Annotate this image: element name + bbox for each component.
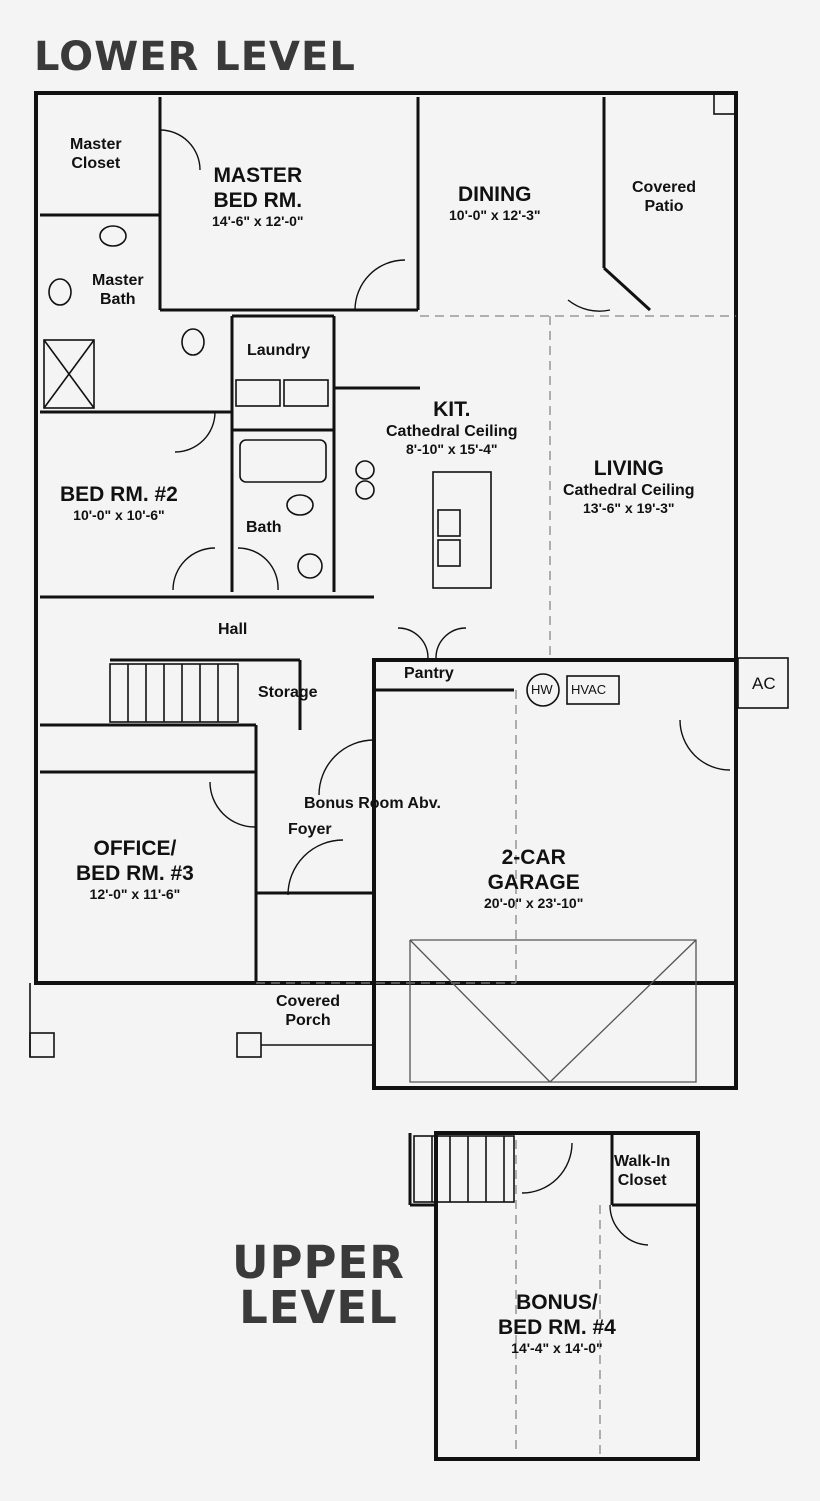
covered-porch-line2: Porch — [285, 1012, 331, 1030]
room-kitchen: KIT. Cathedral Ceiling 8'-10" x 15'-4" — [386, 397, 518, 458]
room-bath: Bath — [246, 518, 282, 537]
dryer — [235, 379, 281, 407]
living-note: Cathedral Ceiling — [563, 482, 695, 500]
shower — [43, 339, 95, 409]
room-master-bath: Master Bath — [92, 271, 144, 309]
washer — [283, 379, 329, 407]
room-covered-porch: Covered Porch — [276, 992, 340, 1030]
room-bonus-bed-4: BONUS/ BED RM. #4 14'-4" x 14'-0" — [498, 1290, 616, 1357]
upper-level-heading-line1: UPPER — [232, 1236, 405, 1289]
room-garage: 2-CAR GARAGE 20'-0" x 23'-10" — [484, 845, 583, 912]
pantry-name: Pantry — [404, 665, 454, 682]
room-master-bedroom: MASTER BED RM. 14'-6" x 12'-0" — [212, 163, 304, 230]
bath-name: Bath — [246, 519, 282, 536]
bath-toilet — [286, 494, 314, 516]
upper-level-heading-line2: LEVEL — [239, 1281, 398, 1334]
interior-walls — [40, 97, 736, 1207]
garage-dims: 20'-0" x 23'-10" — [484, 895, 584, 912]
room-living: LIVING Cathedral Ceiling 13'-6" x 19'-3" — [563, 456, 695, 517]
walk-in-line2: Closet — [617, 1172, 667, 1190]
ac-unit — [737, 657, 789, 709]
bonus-line2: BED RM. #4 — [498, 1316, 616, 1340]
room-master-closet: Master Closet — [70, 135, 122, 173]
burner-2 — [355, 480, 375, 500]
lower-level-outline — [34, 91, 738, 985]
water-heater-symbol — [526, 673, 560, 707]
covered-patio-line1: Covered — [632, 179, 697, 196]
office-dims: 12'-0" x 11'-6" — [89, 886, 181, 903]
master-closet-line1: Master — [70, 136, 122, 153]
master-bed-line2: BED RM. — [213, 189, 303, 213]
bonus-line1: BONUS/ — [516, 1291, 598, 1314]
dashed-lines — [256, 315, 736, 1455]
bonus-room-above-note: Bonus Room Abv. — [304, 794, 441, 813]
kitchen-island — [432, 471, 492, 589]
room-covered-patio: Covered Patio — [632, 178, 696, 216]
burner-1 — [355, 460, 375, 480]
porch-posts — [29, 91, 737, 1058]
room-office-bed-3: OFFICE/ BED RM. #3 12'-0" x 11'-6" — [76, 836, 194, 903]
room-dining: DINING 10'-0" x 12'-3" — [449, 182, 541, 224]
room-laundry: Laundry — [247, 341, 310, 360]
kitchen-note: Cathedral Ceiling — [386, 423, 518, 441]
bonus-dims: 14'-4" x 14'-0" — [511, 1340, 603, 1357]
walk-in-line1: Walk-In — [614, 1153, 671, 1170]
bathtub — [239, 439, 327, 483]
room-storage: Storage — [258, 683, 318, 702]
lower-level-heading: LOWER LEVEL — [34, 34, 356, 80]
foyer-name: Foyer — [288, 821, 332, 838]
stairs — [109, 663, 515, 1203]
bed2-name: BED RM. #2 — [60, 483, 178, 506]
bath-sink — [297, 553, 323, 579]
storage-name: Storage — [258, 684, 318, 701]
bonus-note-text: Bonus Room Abv. — [304, 795, 441, 812]
water-heater-label: HW — [531, 682, 553, 697]
garage-line2: GARAGE — [487, 871, 580, 895]
hall-name: Hall — [218, 621, 248, 638]
living-name: LIVING — [593, 457, 664, 480]
kitchen-dims: 8'-10" x 15'-4" — [406, 441, 498, 458]
master-bed-line1: MASTER — [213, 164, 303, 187]
sink-right — [437, 539, 461, 567]
room-hall: Hall — [218, 620, 247, 639]
upper-level-outline — [434, 1131, 700, 1461]
garage-line1: 2-CAR — [501, 846, 566, 869]
bed2-dims: 10'-0" x 10'-6" — [73, 507, 165, 524]
upper-level-heading: UPPER LEVEL — [232, 1240, 405, 1330]
garage-door-hatch — [409, 939, 697, 1083]
master-sink-1 — [99, 225, 127, 247]
hvac-unit — [566, 675, 620, 705]
covered-porch-line1: Covered — [276, 993, 341, 1010]
office-line1: OFFICE/ — [93, 837, 177, 860]
room-pantry: Pantry — [404, 664, 454, 683]
kitchen-name: KIT. — [433, 398, 471, 421]
master-closet-line2: Closet — [71, 155, 121, 173]
sink-left — [437, 509, 461, 537]
dining-dims: 10'-0" x 12'-3" — [449, 207, 541, 224]
door-swings — [159, 129, 731, 1246]
dining-name: DINING — [458, 183, 532, 206]
hvac-label: HVAC — [571, 682, 607, 697]
master-toilet — [181, 328, 205, 356]
office-line2: BED RM. #3 — [76, 862, 194, 886]
master-bed-dims: 14'-6" x 12'-0" — [212, 213, 304, 230]
covered-patio-line2: Patio — [644, 198, 684, 216]
room-walk-in-closet: Walk-In Closet — [614, 1152, 670, 1190]
living-dims: 13'-6" x 19'-3" — [583, 500, 675, 517]
ac-label: AC — [752, 674, 776, 693]
master-bath-line1: Master — [92, 272, 144, 289]
master-bath-line2: Bath — [100, 291, 136, 309]
master-sink-2 — [48, 278, 72, 306]
fixtures — [43, 225, 789, 709]
room-bedroom-2: BED RM. #2 10'-0" x 10'-6" — [60, 482, 178, 524]
room-foyer: Foyer — [288, 820, 332, 839]
laundry-name: Laundry — [247, 342, 311, 359]
